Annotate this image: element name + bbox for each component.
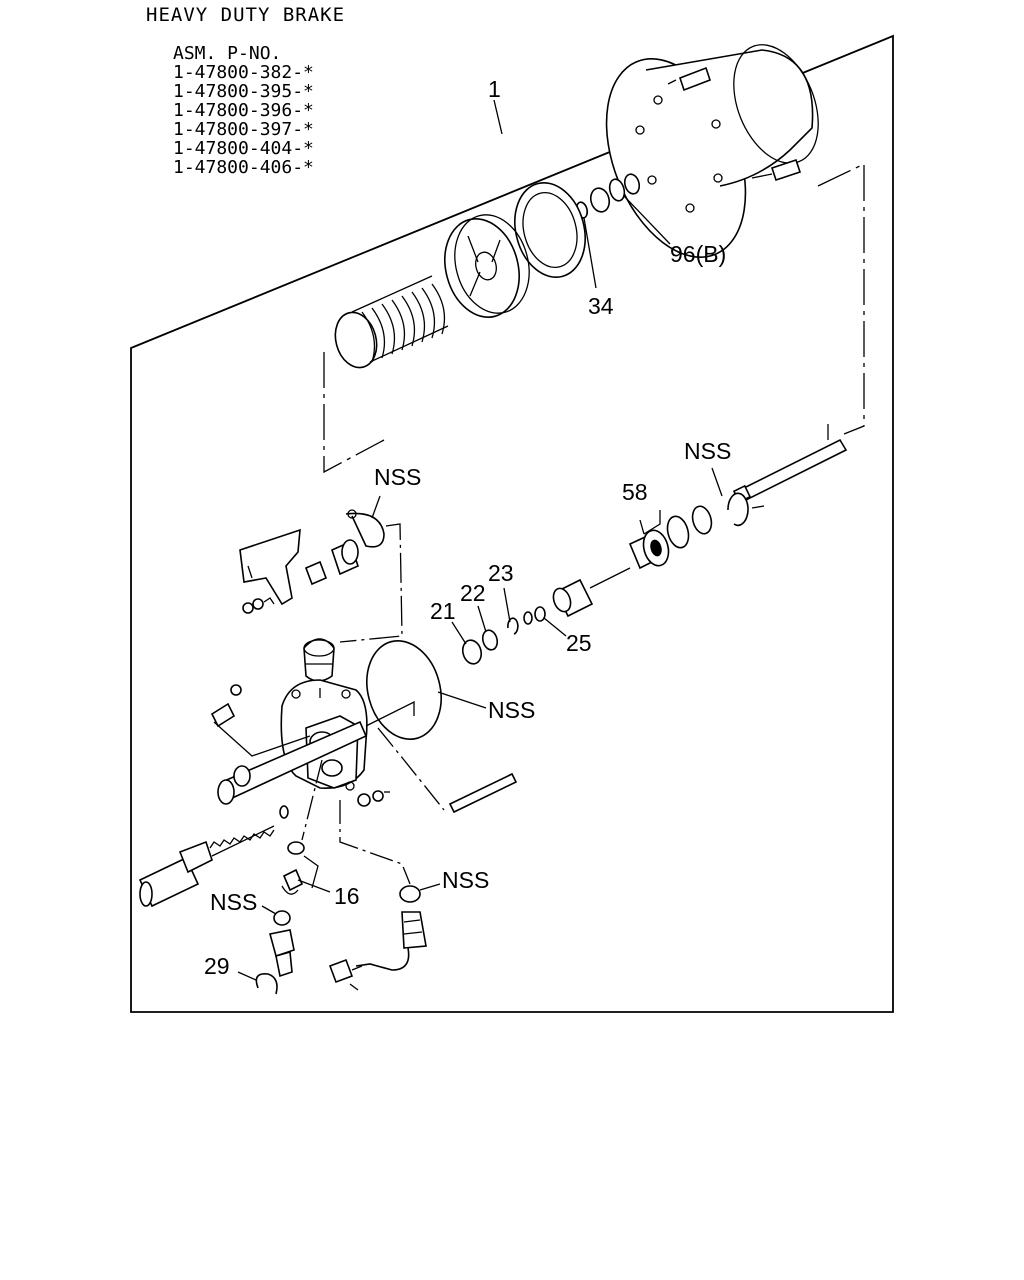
clamp-29 bbox=[255, 972, 278, 995]
leader-21 bbox=[451, 621, 467, 645]
leader-23 bbox=[503, 587, 511, 623]
callout-25: 25 bbox=[566, 630, 592, 656]
leader-16 bbox=[297, 855, 331, 893]
part-number: 1-47800-406-* bbox=[173, 157, 314, 178]
leader-96b bbox=[623, 195, 671, 245]
connector-16 bbox=[301, 759, 323, 841]
callout-nss-oring: NSS bbox=[488, 697, 535, 723]
tube-fitting bbox=[328, 911, 427, 991]
nuts-upper bbox=[242, 597, 275, 614]
part-number: 1-47800-397-* bbox=[173, 119, 314, 140]
seal-ring bbox=[691, 505, 713, 535]
main-shaft bbox=[217, 700, 415, 805]
adjuster-spring bbox=[209, 825, 275, 857]
shell-bolt-right bbox=[751, 158, 802, 182]
page-title: HEAVY DUTY BRAKE bbox=[146, 4, 346, 26]
callout-34: 34 bbox=[588, 293, 614, 319]
leader-1 bbox=[493, 99, 503, 135]
leader-nss-clip bbox=[371, 495, 381, 519]
valve-plunger bbox=[552, 567, 631, 618]
callout-1: 1 bbox=[488, 76, 501, 102]
bracket bbox=[239, 528, 301, 606]
part-23 bbox=[507, 617, 519, 635]
callout-21: 21 bbox=[430, 598, 456, 624]
connector-clip bbox=[339, 523, 403, 643]
nss-bottom-washer bbox=[399, 885, 421, 903]
callout-nss-clip: NSS bbox=[374, 464, 421, 490]
connector-right bbox=[817, 162, 865, 435]
part-16-group bbox=[281, 841, 305, 895]
adjuster-rod bbox=[138, 840, 213, 908]
connector-pin bbox=[377, 727, 445, 811]
callout-58: 58 bbox=[622, 479, 648, 505]
return-spring bbox=[334, 275, 449, 369]
connector-bottom bbox=[339, 800, 411, 885]
pin bbox=[448, 772, 518, 814]
connector-left bbox=[323, 352, 385, 474]
callout-29: 29 bbox=[204, 953, 230, 979]
large-o-ring bbox=[366, 640, 442, 740]
diaphragm-inner bbox=[522, 192, 578, 268]
assembly-part-numbers: ASM. P-NO. 1-47800-382-* 1-47800-395-* 1… bbox=[173, 44, 314, 177]
nss-left-ring bbox=[273, 910, 291, 926]
bushing bbox=[589, 187, 611, 213]
leader-nss-right bbox=[711, 467, 723, 497]
asm-label: ASM. P-NO. bbox=[173, 43, 282, 64]
part-number: 1-47800-395-* bbox=[173, 81, 314, 102]
shell-bolt-top bbox=[667, 66, 712, 92]
part-21 bbox=[461, 639, 483, 665]
leader-25 bbox=[543, 617, 567, 637]
washer-96b bbox=[608, 178, 626, 202]
part-24 bbox=[523, 611, 533, 625]
bushing-upper bbox=[304, 539, 359, 586]
nuts-lower bbox=[357, 790, 390, 807]
valve-body-58 bbox=[628, 510, 670, 570]
part-number: 1-47800-396-* bbox=[173, 100, 314, 121]
callout-nss-bottom: NSS bbox=[442, 867, 489, 893]
part-number: 1-47800-382-* bbox=[173, 62, 314, 83]
leader-34 bbox=[583, 217, 597, 289]
leader-nss-bottom bbox=[419, 883, 441, 891]
leader-nss-left bbox=[261, 905, 277, 915]
nut-96b bbox=[623, 173, 641, 195]
callout-16: 16 bbox=[334, 883, 360, 909]
header: HEAVY DUTY BRAKE ASM. P-NO. 1-47800-382-… bbox=[0, 0, 400, 190]
leader-22 bbox=[477, 605, 487, 633]
clip-nss bbox=[345, 509, 385, 548]
fitting-lower-left bbox=[269, 929, 295, 978]
valve-cap bbox=[303, 638, 335, 682]
callout-23: 23 bbox=[488, 560, 514, 586]
o-ring-58 bbox=[666, 515, 690, 549]
callout-nss-left: NSS bbox=[210, 889, 257, 915]
leader-nss-oring bbox=[437, 691, 487, 709]
part-22 bbox=[481, 629, 499, 651]
callout-nss-right: NSS bbox=[684, 438, 731, 464]
snap-ring bbox=[727, 492, 749, 527]
part-number: 1-47800-404-* bbox=[173, 138, 314, 159]
air-fitting-left bbox=[210, 684, 311, 757]
push-rod bbox=[732, 424, 848, 509]
part-25 bbox=[534, 606, 546, 622]
piston-plate bbox=[444, 214, 530, 318]
callout-96b: 96(B) bbox=[670, 241, 726, 267]
callout-22: 22 bbox=[460, 580, 486, 606]
small-ring bbox=[279, 805, 289, 819]
leader-29 bbox=[237, 971, 257, 981]
